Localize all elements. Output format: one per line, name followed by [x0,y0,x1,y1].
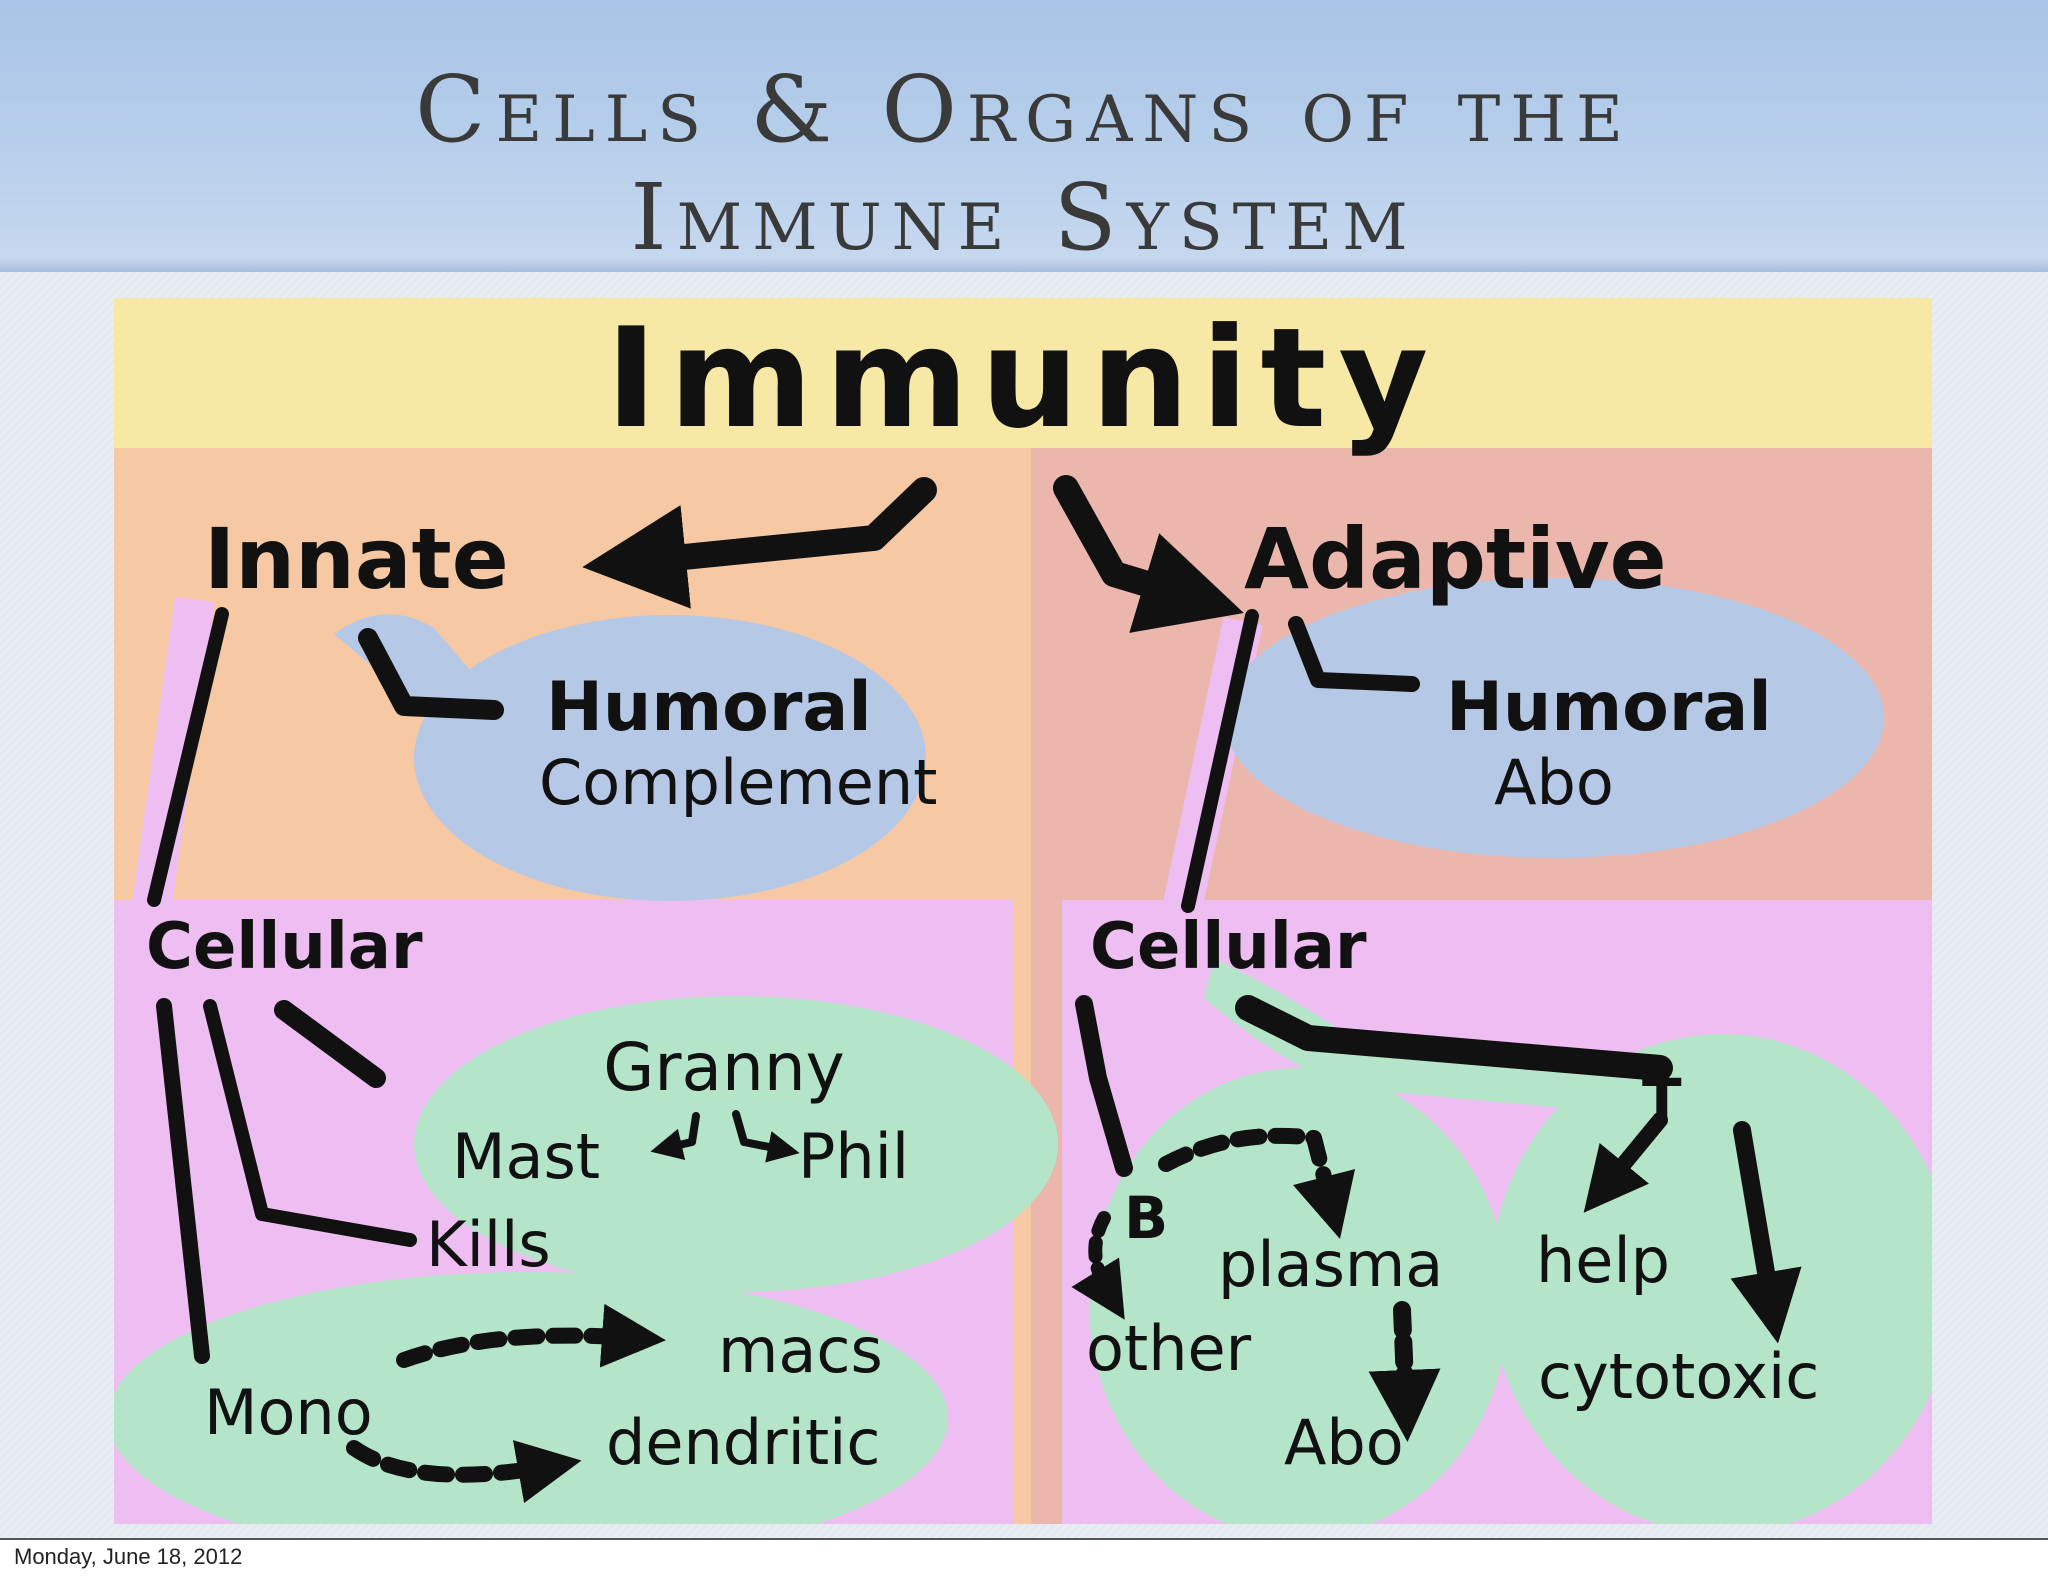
adaptive-cellular-label: Cellular [1090,910,1367,984]
macs-label: macs [718,1314,883,1387]
immunity-diagram: Immunity Innate Adaptive Humoral Complem… [114,298,1932,1524]
adaptive-to-humoral-line [1288,616,1420,692]
mono-label: Mono [204,1376,373,1449]
innate-cellular-label: Cellular [146,910,423,984]
phil-arrow [732,1110,800,1163]
innate-humoral-sub: Complement [539,746,938,819]
plasma-label: plasma [1218,1228,1443,1301]
mono-bubble [114,1272,948,1524]
dendritic-label: dendritic [606,1406,881,1479]
footer-date: Monday, June 18, 2012 [14,1544,243,1569]
other-label: other [1086,1312,1252,1385]
adaptive-humoral-sub: Abo [1494,746,1614,819]
b-to-other-arrow [1071,1211,1125,1320]
innate-to-humoral-line [358,628,504,720]
granny-bubble [414,996,1058,1292]
immunity-heading: Immunity [606,298,1441,459]
adaptive-humoral-label: Humoral [1446,668,1772,747]
adaptive-to-cellular-line [1181,609,1259,913]
slide-title-line-1: Cells & Organs of the [415,56,1633,163]
b-to-plasma-arrow [1158,1127,1356,1239]
adaptive-humoral-bubble [1224,578,1884,858]
title-band [0,0,2048,272]
cytotoxic-label: cytotoxic [1538,1340,1819,1413]
innate-humoral-bubble [414,615,926,901]
granny-label: Granny [603,1029,844,1106]
t-cell-label: T [1642,1066,1682,1134]
mono-to-macs-arrow [396,1303,666,1368]
mast-arrow [650,1112,700,1160]
t-to-cytotoxic-arrow [1730,1121,1802,1344]
cellular-to-b-line [1075,995,1133,1177]
b-cell-label: B [1124,1184,1168,1252]
footer-bar: Monday, June 18, 2012 [0,1538,2048,1576]
innate-label: Innate [204,510,509,608]
slide-title-line-2: Immune System [630,164,1418,271]
mast-label: Mast [452,1120,600,1193]
innate-to-cellular-line [147,607,229,907]
cellular-to-granny-line [274,1000,386,1088]
t-to-help-arrow [1583,1112,1668,1213]
immunity-to-adaptive-arrow [1053,475,1244,633]
abo-label: Abo [1284,1406,1404,1479]
adaptive-label: Adaptive [1244,510,1667,608]
help-label: help [1536,1224,1670,1297]
mono-to-dendritic-arrow [346,1440,582,1504]
immunity-to-innate-arrow [582,477,937,609]
t-cell-connector-band [1204,958,1674,1118]
immunity-banner [114,298,1932,448]
innate-cellular-connector-band [131,596,215,910]
plasma-to-abo-arrow [1368,1301,1441,1442]
cellular-to-kills-line [203,999,417,1247]
phil-label: Phil [798,1120,909,1193]
cellular-to-mono-line [156,998,210,1364]
innate-humoral-label: Humoral [546,668,872,747]
kills-label: Kills [426,1208,551,1281]
cellular-to-t-line [1235,995,1673,1081]
